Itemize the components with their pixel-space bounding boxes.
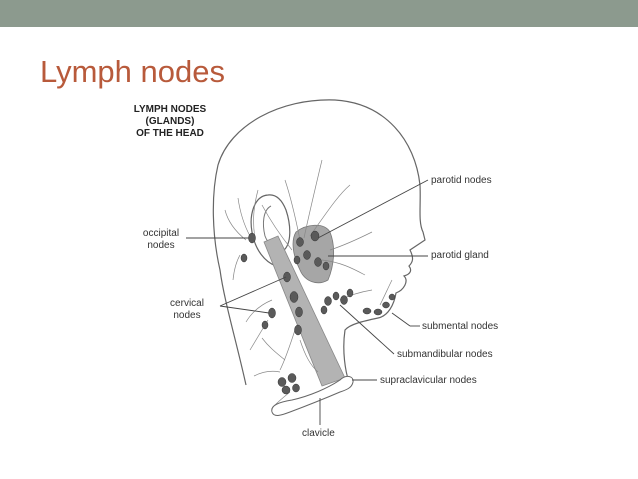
cervical-node — [268, 307, 276, 319]
submandibular-node — [324, 296, 332, 306]
lymph-nodes — [240, 230, 396, 395]
label-cervical-nodes: cervical nodes — [164, 298, 210, 322]
submandibular-node — [320, 305, 328, 315]
label-occipital-line2: nodes — [147, 240, 175, 251]
cervical-node — [294, 324, 302, 336]
header-band — [0, 0, 638, 27]
submandibular-node — [346, 288, 354, 298]
figure-title-line: LYMPH NODES — [133, 104, 207, 115]
label-submental-nodes: submental nodes — [422, 321, 499, 332]
label-cervical-line1: cervical — [170, 298, 204, 309]
leader-lines — [186, 179, 429, 425]
submandibular-nodes-leader — [339, 304, 395, 355]
label-occipital-nodes: occipital nodes — [138, 228, 184, 252]
submandibular-node — [340, 295, 348, 305]
submandibular-node — [332, 291, 340, 301]
supraclavicular-node — [292, 383, 300, 393]
submental-node — [388, 293, 396, 301]
cervical-nodes-leader — [219, 305, 270, 314]
parotid-node — [293, 255, 301, 265]
parotid-node — [322, 261, 330, 271]
parotid-nodes-leader — [317, 179, 429, 239]
label-cervical-line2: nodes — [173, 310, 201, 321]
parotid-node — [303, 250, 311, 260]
label-supraclavicular-nodes: supraclavicular nodes — [380, 375, 477, 386]
submental-node — [382, 301, 390, 309]
slide-title: Lymph nodes — [40, 54, 225, 89]
clavicle-bone — [271, 375, 354, 416]
cervical-node — [295, 306, 303, 318]
submental-node — [362, 307, 372, 315]
parotid-node — [310, 230, 320, 242]
label-occipital-line1: occipital — [142, 228, 180, 239]
cervical-node — [261, 320, 269, 330]
occipital-node — [240, 253, 248, 263]
lymph-vessels — [224, 159, 393, 406]
parotid-node — [314, 257, 322, 267]
submental-nodes-leader — [391, 312, 411, 327]
cervical-nodes-leader — [219, 276, 287, 307]
label-clavicle: clavicle — [302, 428, 335, 439]
supraclavicular-node — [277, 377, 287, 387]
cervical-node — [283, 271, 291, 283]
figure-title-line: OF THE HEAD — [136, 128, 204, 139]
figure-title: LYMPH NODES (GLANDS) OF THE HEAD — [118, 104, 222, 140]
figure-title-line: (GLANDS) — [145, 116, 195, 127]
label-parotid-gland: parotid gland — [431, 250, 489, 261]
label-submandibular-nodes: submandibular nodes — [397, 349, 493, 360]
occipital-node — [248, 232, 256, 244]
head-outline — [212, 99, 426, 386]
label-parotid-nodes: parotid nodes — [431, 175, 492, 186]
cervical-node — [289, 291, 299, 303]
submental-node — [373, 308, 383, 316]
supraclavicular-node — [287, 373, 297, 383]
parotid-node — [296, 237, 304, 247]
supraclavicular-node — [281, 385, 291, 395]
